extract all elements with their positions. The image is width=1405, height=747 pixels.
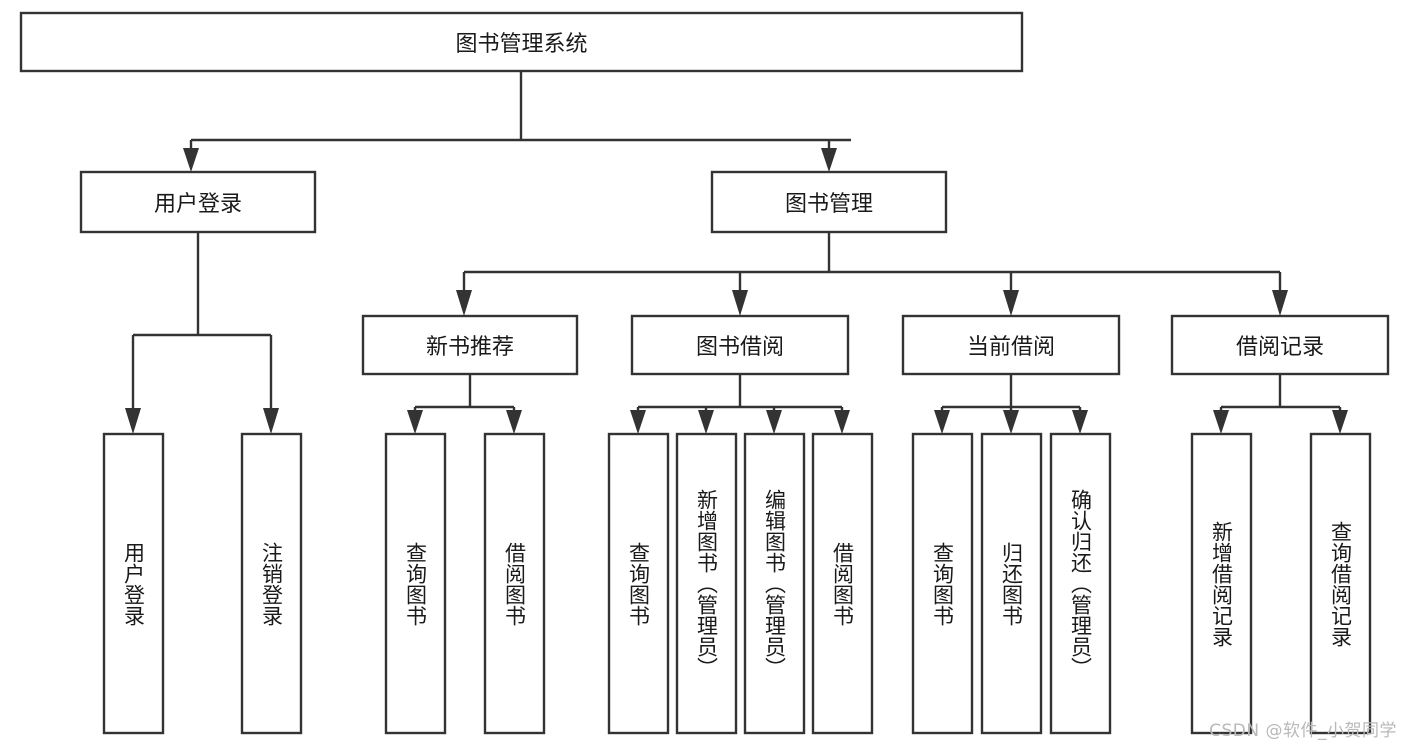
arrow-head-leaf-edit-book	[766, 410, 782, 434]
arrow-head-borrow-record	[1272, 290, 1288, 316]
arrow-head-current-borrow	[1003, 290, 1019, 316]
connector-group-current-borrow	[934, 374, 1088, 434]
node-box-leaf-borrow-book-1[interactable]	[483, 432, 546, 735]
arrow-head-book-borrow	[732, 290, 748, 316]
node-box-leaf-borrow-book-2[interactable]	[811, 432, 874, 735]
connector-group-root	[183, 72, 851, 172]
arrow-head-leaf-query-book-3	[934, 410, 950, 434]
connector-group-borrow-record	[1213, 374, 1348, 434]
node-box-leaf-query-book-2[interactable]	[607, 432, 670, 735]
arrow-head-new-book-recommend	[456, 290, 472, 316]
connector-group-new-book-recommend	[407, 374, 522, 434]
arrow-head-leaf-add-record	[1213, 410, 1229, 434]
node-box-root[interactable]	[19, 11, 1024, 73]
node-box-leaf-user-logout[interactable]	[240, 432, 303, 735]
arrow-head-leaf-user-logout	[263, 408, 279, 434]
arrow-head-leaf-borrow-book-2	[834, 410, 850, 434]
arrow-head-leaf-add-book	[698, 410, 714, 434]
node-box-current-borrow[interactable]	[901, 314, 1121, 376]
node-box-leaf-user-login[interactable]	[102, 432, 165, 735]
arrow-head-user-login	[183, 148, 199, 172]
node-box-borrow-record[interactable]	[1170, 314, 1390, 376]
connector-group-book-manage	[456, 232, 1288, 316]
connector-group-book-borrow	[630, 374, 850, 434]
node-box-leaf-query-book-1[interactable]	[384, 432, 447, 735]
node-box-leaf-confirm-return[interactable]	[1049, 432, 1112, 735]
node-box-leaf-return-book[interactable]	[980, 432, 1043, 735]
arrow-head-leaf-return-book	[1003, 410, 1019, 434]
node-box-book-borrow[interactable]	[630, 314, 850, 376]
arrow-head-leaf-confirm-return	[1072, 410, 1088, 434]
node-box-leaf-query-record[interactable]	[1309, 432, 1372, 735]
node-box-leaf-query-book-3[interactable]	[911, 432, 974, 735]
node-box-user-login[interactable]	[79, 170, 317, 234]
arrow-head-leaf-user-login	[125, 408, 141, 434]
node-box-new-book-recommend[interactable]	[361, 314, 579, 376]
node-box-book-manage[interactable]	[710, 170, 948, 234]
arrow-head-leaf-borrow-book-1	[506, 410, 522, 434]
connector-group-user-login	[125, 232, 279, 434]
arrow-head-leaf-query-book-1	[407, 410, 423, 434]
node-box-leaf-add-record[interactable]	[1190, 432, 1253, 735]
arrow-head-leaf-query-record	[1332, 410, 1348, 434]
node-box-leaf-add-book[interactable]	[675, 432, 738, 735]
arrow-head-book-manage	[821, 148, 837, 172]
arrow-head-leaf-query-book-2	[630, 410, 646, 434]
node-box-leaf-edit-book[interactable]	[743, 432, 806, 735]
